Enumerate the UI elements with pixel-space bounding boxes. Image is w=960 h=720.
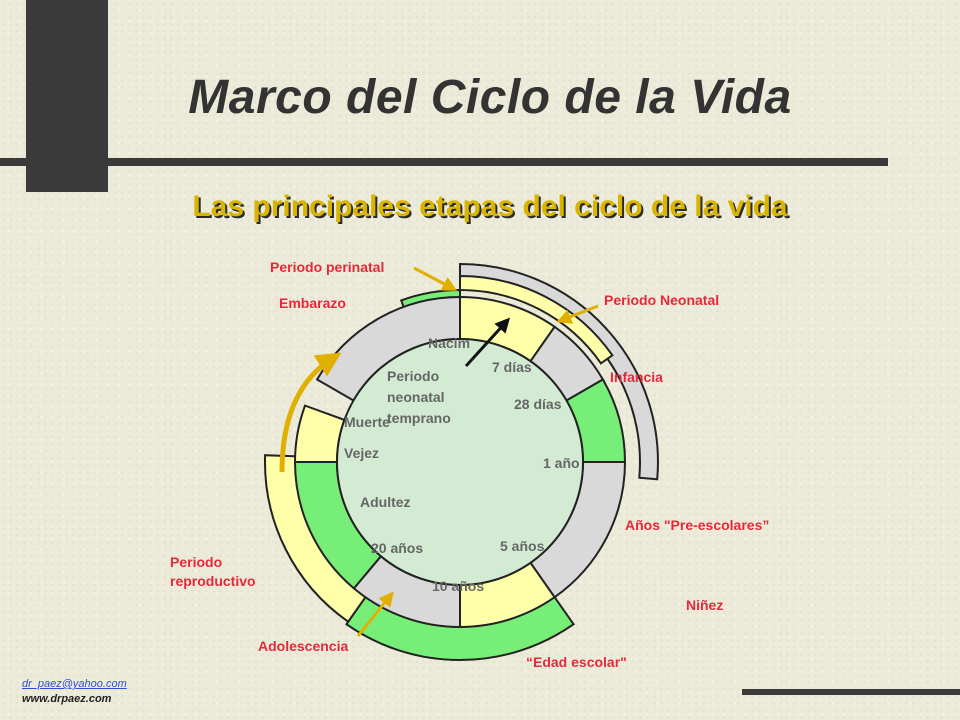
label-edad-escolar: “Edad escolar" [526,654,627,670]
label-anos-preescolares: Años "Pre-escolares” [625,517,769,533]
adolescencia-pointer [356,591,394,637]
label-embarazo: Embarazo [279,295,346,311]
page-subtitle: Las principales etapas del ciclo de la v… [192,190,788,223]
label-adultez: Adultez [360,494,411,510]
neonatal-temprano-arrow [464,317,511,368]
label-1-ano: 1 año [543,455,580,471]
label-vejez: Vejez [344,445,379,461]
page-title: Marco del Ciclo de la Vida [188,71,792,124]
label-muerte: Muerte [344,414,390,430]
label-periodo-neonatal-1: Periodo [387,368,439,384]
decorative-title-bar [0,158,888,166]
label-periodo-reproductivo-1: Periodo [170,554,222,570]
label-20-anos: 20 años [371,540,423,556]
label-infancia: Infancia [610,369,663,385]
label-nacimiento: Nacim [428,335,470,351]
label-7-dias: 7 días [492,359,532,375]
label-periodo-perinatal: Periodo perinatal [270,259,384,275]
label-periodo-neonatal-3: temprano [387,410,451,426]
label-adolescencia: Adolescencia [258,638,348,654]
decorative-bottom-bar [742,689,960,695]
ring-segments [264,262,659,661]
label-periodo-neonatal: Periodo Neonatal [604,292,719,308]
label-periodo-neonatal-2: neonatal [387,389,445,405]
perinatal-pointer [413,266,458,291]
label-10-anos: 10 años [432,578,484,594]
reproductive-cycle-arrow [279,352,342,473]
center-disc [336,338,584,586]
label-5-anos: 5 años [500,538,545,554]
label-periodo-reproductivo-2: reproductivo [170,573,256,589]
footer-email-link[interactable]: dr_paez@yahoo.com [22,678,127,690]
label-28-dias: 28 días [514,396,562,412]
neonatal-pointer [556,304,599,324]
ring-segment-neonatal-outer [459,274,614,365]
footer-website: www.drpaez.com [22,693,112,705]
label-ninez: Niñez [686,597,723,613]
